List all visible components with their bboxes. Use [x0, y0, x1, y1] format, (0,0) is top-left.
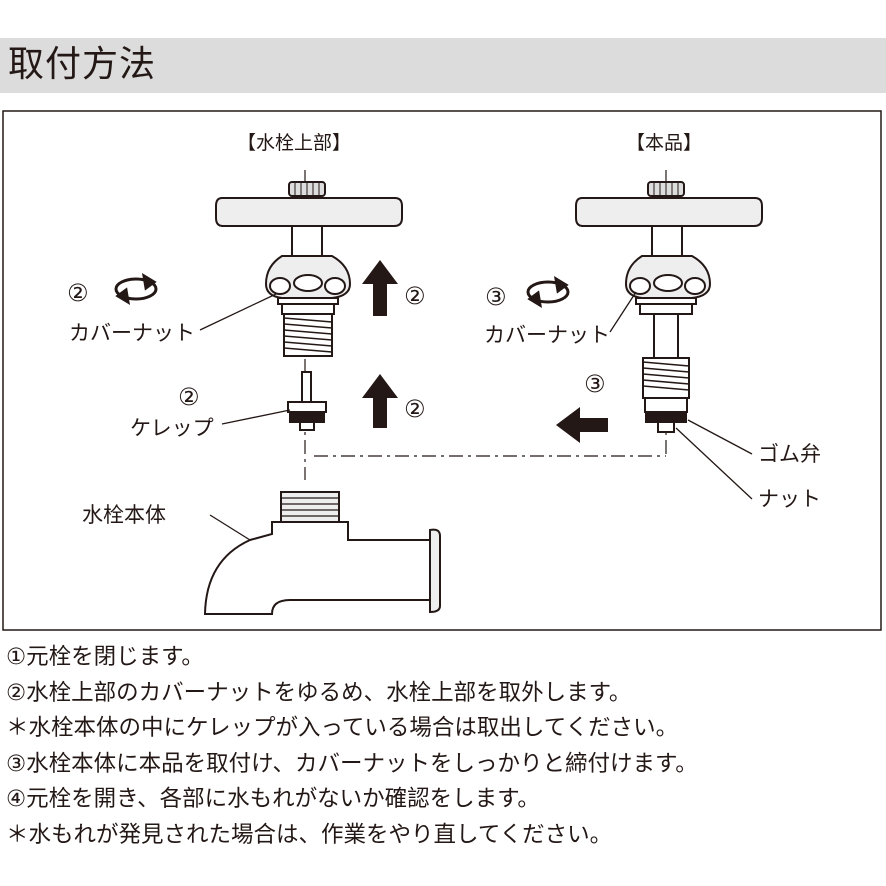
step-marker: ②	[404, 395, 426, 423]
diagram-frame	[2, 110, 882, 631]
label-cover-nut-left: カバーナット	[69, 321, 195, 345]
label-faucet-top: 【水栓上部】	[237, 132, 351, 154]
kerep-part	[287, 371, 327, 431]
note-kerep-removal: ＊水栓本体の中にケレップが入っている場合は取出してください。	[6, 715, 679, 741]
label-kerep: ケレップ	[130, 416, 214, 440]
note-leak-retry: ＊水もれが発見された場合は、作業をやり直してください。	[6, 821, 613, 848]
section-header: 取付方法	[0, 38, 886, 93]
label-product: 【本品】	[626, 132, 702, 154]
left-arrow	[556, 407, 608, 443]
page-title: 取付方法	[8, 44, 157, 85]
note-step-4: ④元栓を開き、各部に水もれがないか確認をします。	[6, 786, 540, 812]
step-marker: ②	[404, 282, 426, 310]
step-marker: ③	[485, 283, 507, 311]
note-step-3: ③水栓本体に本品を取付け、カバーナットをしっかりと締付けます。	[6, 750, 698, 777]
label-cover-nut-right: カバーナット	[484, 323, 610, 347]
rotate-icon-right	[526, 276, 570, 308]
rotate-icon-left	[114, 273, 158, 305]
step-marker: ③	[584, 370, 606, 398]
faucet-body	[203, 491, 441, 615]
up-arrow-1	[362, 260, 398, 316]
product-assembly	[575, 181, 763, 433]
label-faucet-body: 水栓本体	[82, 503, 166, 527]
label-nut: ナット	[758, 487, 821, 511]
label-rubber-valve: ゴム弁	[758, 442, 821, 466]
leader-lines	[199, 291, 753, 541]
note-step-2: ②水栓上部のカバーナットをゆるめ、水栓上部を取外します。	[6, 679, 632, 706]
note-step-1: ①元栓を閉じます。	[6, 644, 204, 670]
faucet-top-assembly	[215, 181, 403, 357]
step-marker: ②	[67, 279, 89, 307]
up-arrow-2	[362, 374, 398, 428]
step-marker: ②	[178, 383, 200, 411]
instruction-notes: ①元栓を閉じます。 ②水栓上部のカバーナットをゆるめ、水栓上部を取外します。 ＊…	[6, 640, 884, 853]
